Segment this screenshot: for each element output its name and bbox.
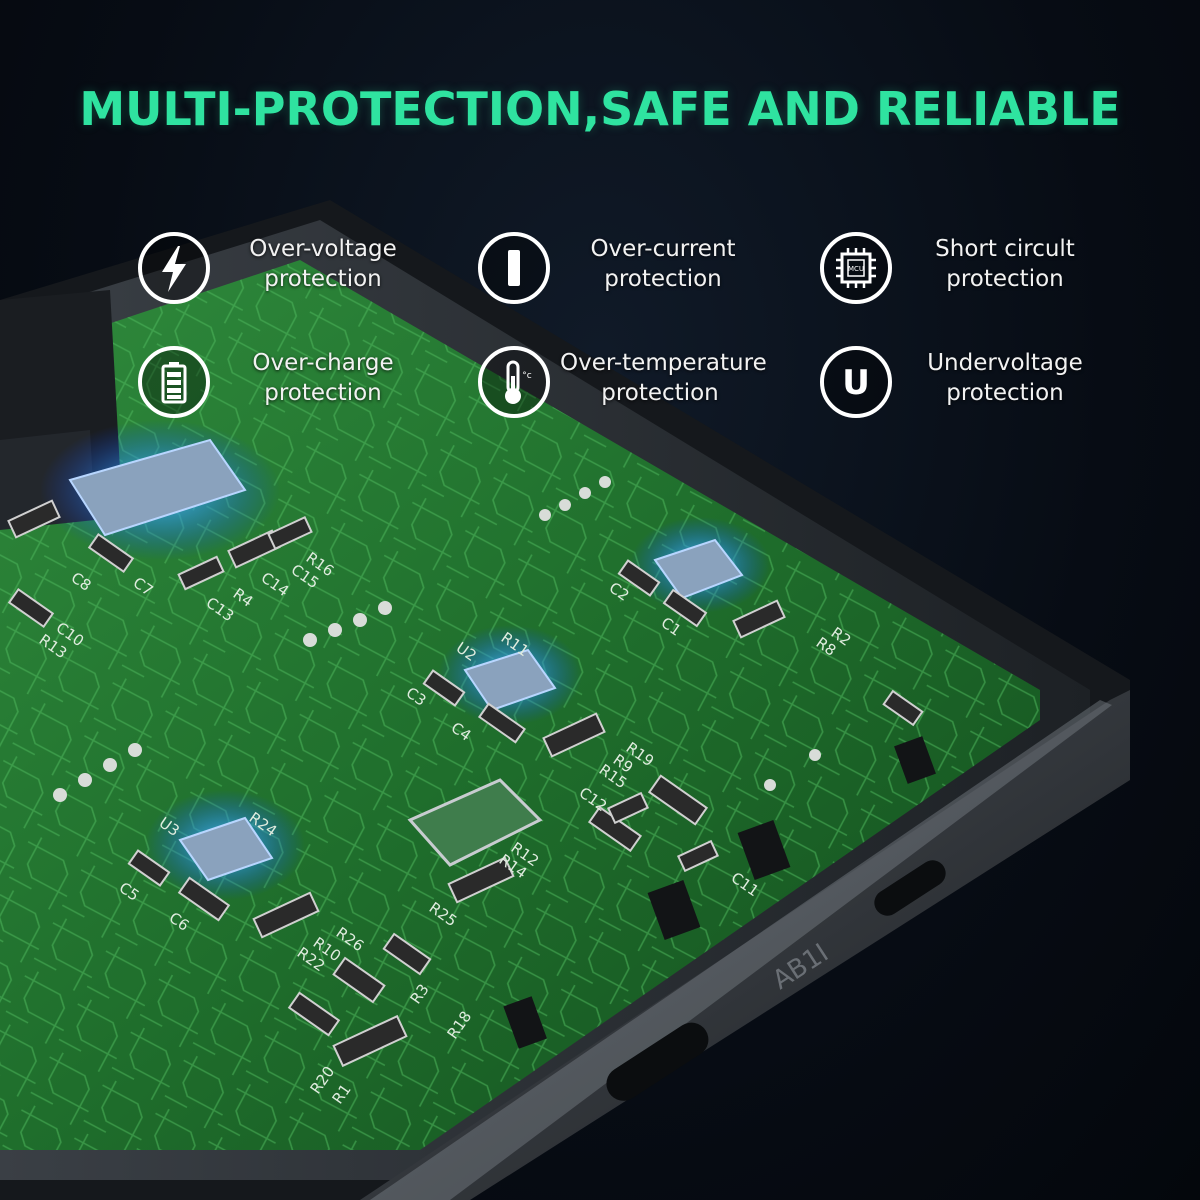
temperature-unit: °c bbox=[522, 371, 532, 381]
ic-chip bbox=[463, 648, 557, 712]
feature-title: Over-charge bbox=[252, 350, 394, 376]
feature-subtitle: protection bbox=[946, 380, 1064, 406]
feature-short-circuit: MCU Short circult protection bbox=[820, 232, 1100, 316]
feature-over-current: Over-current protection bbox=[478, 232, 758, 316]
headline: MULTI-PROTECTION,SAFE AND RELIABLE bbox=[79, 82, 1121, 136]
feature-subtitle: protection bbox=[601, 380, 719, 406]
battery-icon bbox=[138, 346, 210, 418]
inductor bbox=[407, 778, 543, 867]
feature-title: Short circult bbox=[935, 236, 1075, 262]
feature-over-charge: Over-charge protection bbox=[138, 346, 418, 430]
ic-chip bbox=[68, 438, 247, 537]
feature-title: Over-temperature bbox=[560, 350, 767, 376]
usb-port bbox=[874, 860, 946, 916]
feature-subtitle: protection bbox=[264, 266, 382, 292]
lightning-bolt-icon bbox=[138, 232, 210, 304]
u-glyph: U bbox=[842, 363, 870, 403]
feature-undervoltage: U Undervoltage protection bbox=[820, 346, 1100, 430]
case-front-face bbox=[360, 690, 1130, 1200]
current-bar-icon bbox=[478, 232, 550, 304]
mcu-chip-icon: MCU bbox=[820, 232, 892, 304]
ic-chip bbox=[653, 538, 744, 600]
feature-over-voltage: Over-voltage protection bbox=[138, 232, 418, 316]
ic-chip bbox=[178, 816, 274, 882]
letter-u-icon: U bbox=[820, 346, 892, 418]
feature-subtitle: protection bbox=[604, 266, 722, 292]
feature-title: Over-voltage bbox=[249, 236, 397, 262]
chip-text: MCU bbox=[848, 265, 864, 273]
feature-title: Undervoltage bbox=[927, 350, 1083, 376]
feature-over-temperature: °c Over-temperature protection bbox=[478, 346, 768, 430]
feature-subtitle: protection bbox=[264, 380, 382, 406]
usb-port bbox=[606, 1022, 709, 1101]
feature-subtitle: protection bbox=[946, 266, 1064, 292]
thermometer-icon: °c bbox=[478, 346, 550, 418]
feature-title: Over-current bbox=[590, 236, 736, 262]
